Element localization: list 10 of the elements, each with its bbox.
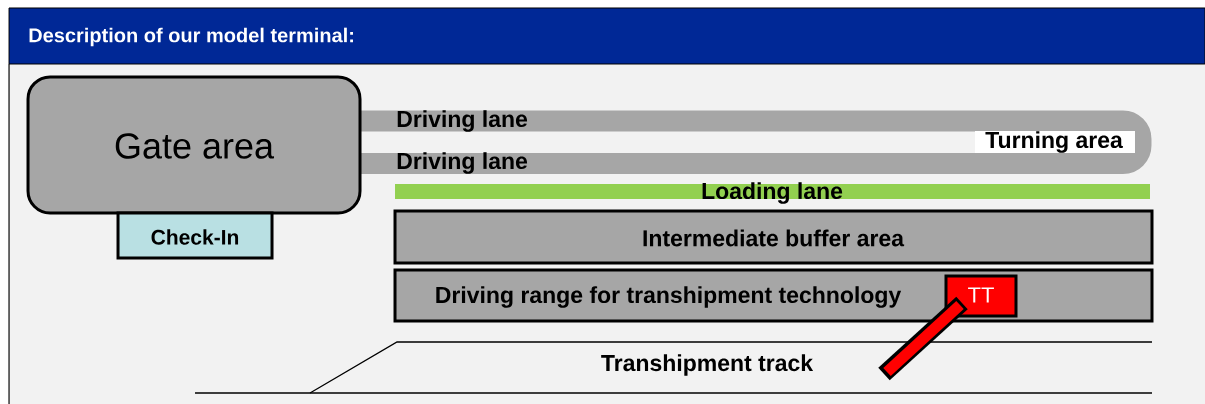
transfer-unit-box: TT	[944, 274, 1018, 318]
gate-area-box: Gate area	[26, 75, 362, 215]
turning-area-box: Turning area	[975, 131, 1135, 153]
buffer-area-box: Intermediate buffer area	[393, 209, 1154, 265]
check-in-box: Check-In	[116, 211, 274, 260]
lane-label: Driving lane	[397, 152, 528, 174]
header-bar: Description of our model terminal:	[8, 7, 1205, 65]
track-label: Transhipment track	[601, 354, 814, 376]
lane-label: Driving lane	[397, 110, 528, 132]
loading-lane-bar: Loading lane	[395, 182, 1150, 204]
